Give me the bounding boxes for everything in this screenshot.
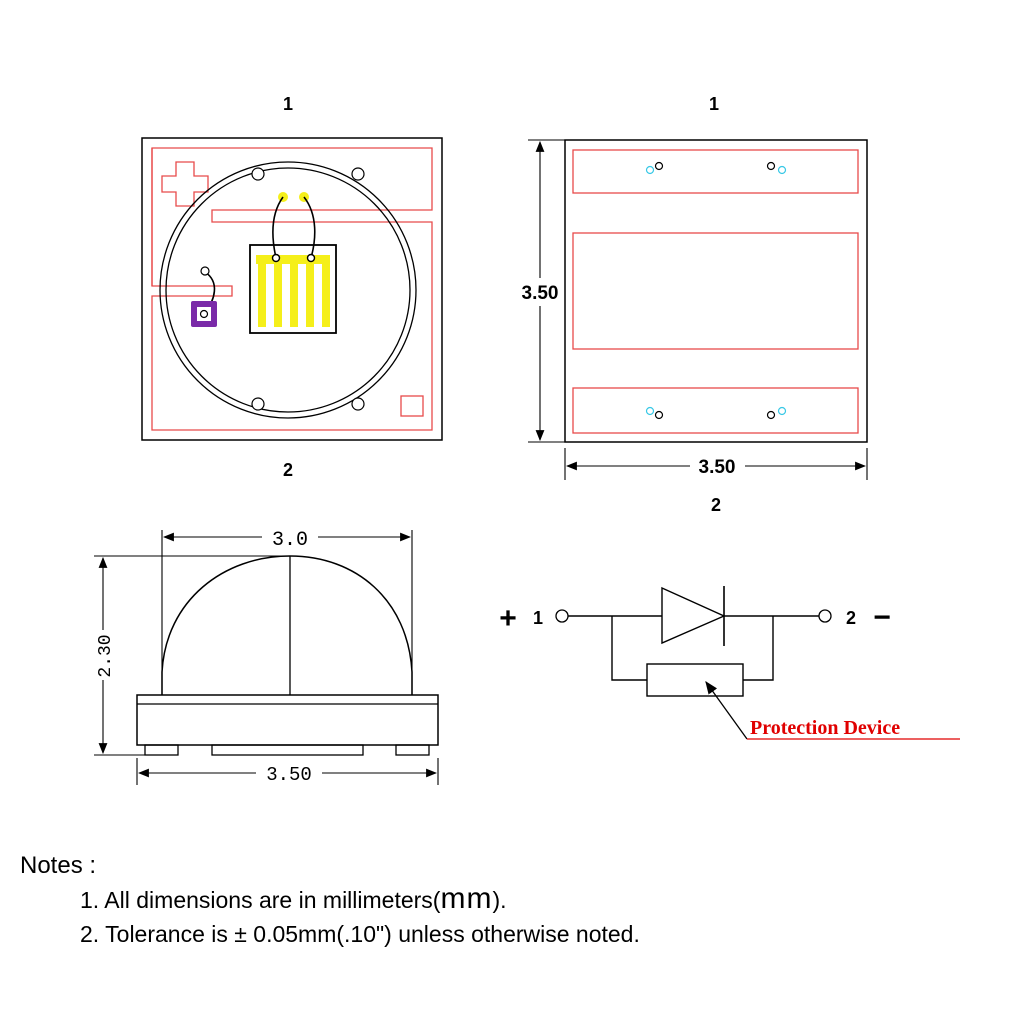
bond-pad <box>271 253 281 263</box>
led-diode-symbol <box>661 586 726 645</box>
terminal-1 <box>555 609 569 623</box>
top-view-pin1-label: 1 <box>283 94 293 114</box>
anode-pad <box>572 149 859 194</box>
bottom-width-label: 3.50 <box>699 457 736 478</box>
bond-pad <box>200 266 210 276</box>
side-pad <box>144 744 179 756</box>
lens-inner-circle <box>165 167 411 413</box>
note-2: 2. Tolerance is ± 0.05mm(.10") unless ot… <box>80 921 640 947</box>
top-view-pin2-label: 2 <box>283 460 293 480</box>
leader-arrow <box>705 680 748 740</box>
side-view: 3.0 2.30 3.50 <box>94 529 439 786</box>
bond-pad <box>306 253 316 263</box>
schematic: + 1 2 − Protection Device <box>499 586 960 740</box>
alignment-hole <box>351 167 365 181</box>
protection-device-label: Protection Device <box>750 717 900 739</box>
schematic-pin1-label: 1 <box>533 608 543 628</box>
bottom-height-dimension <box>528 139 565 443</box>
lens-outer-circle <box>159 161 417 419</box>
top-view: 1 <box>141 94 443 480</box>
cathode-pad <box>572 387 859 434</box>
note-1: 1. All dimensions are in millimeters(mm)… <box>80 882 507 915</box>
notes-title: Notes : <box>20 852 97 879</box>
lens-diameter-label: 3.0 <box>272 529 308 552</box>
ceramic-substrate <box>136 694 439 746</box>
bottom-view-pin1-label: 1 <box>709 94 719 114</box>
bottom-view: 1 3.50 3.50 2 <box>522 94 868 515</box>
side-pad <box>211 744 364 756</box>
side-height-dimension <box>94 555 288 756</box>
schematic-pin2-label: 2 <box>846 608 856 628</box>
circuit-wires <box>568 615 819 681</box>
lens-dimension <box>161 530 413 695</box>
side-height-label: 2.30 <box>96 634 116 677</box>
side-pad <box>395 744 430 756</box>
bottom-width-dimension <box>564 448 868 480</box>
top-view-outline <box>141 137 443 441</box>
alignment-hole <box>251 167 265 181</box>
minus-sign: − <box>873 601 891 634</box>
plus-sign: + <box>499 602 517 635</box>
lens-dome <box>161 555 413 695</box>
notes-section: Notes : 1. All dimensions are in millime… <box>20 852 640 951</box>
bottom-view-pin2-label: 2 <box>711 495 721 515</box>
side-width-dimension <box>136 758 439 785</box>
top-view-traces <box>151 147 433 431</box>
bottom-height-label: 3.50 <box>522 283 559 304</box>
terminal-2 <box>818 609 832 623</box>
alignment-hole <box>251 397 265 411</box>
side-width-label: 3.50 <box>266 764 312 786</box>
note-1-unit: mm <box>440 882 493 915</box>
zener-pad <box>197 307 211 321</box>
bottom-view-outline <box>564 139 868 443</box>
protection-device-symbol <box>646 663 744 697</box>
alignment-hole <box>351 397 365 411</box>
thermal-pad <box>572 232 859 350</box>
vias <box>645 161 787 420</box>
